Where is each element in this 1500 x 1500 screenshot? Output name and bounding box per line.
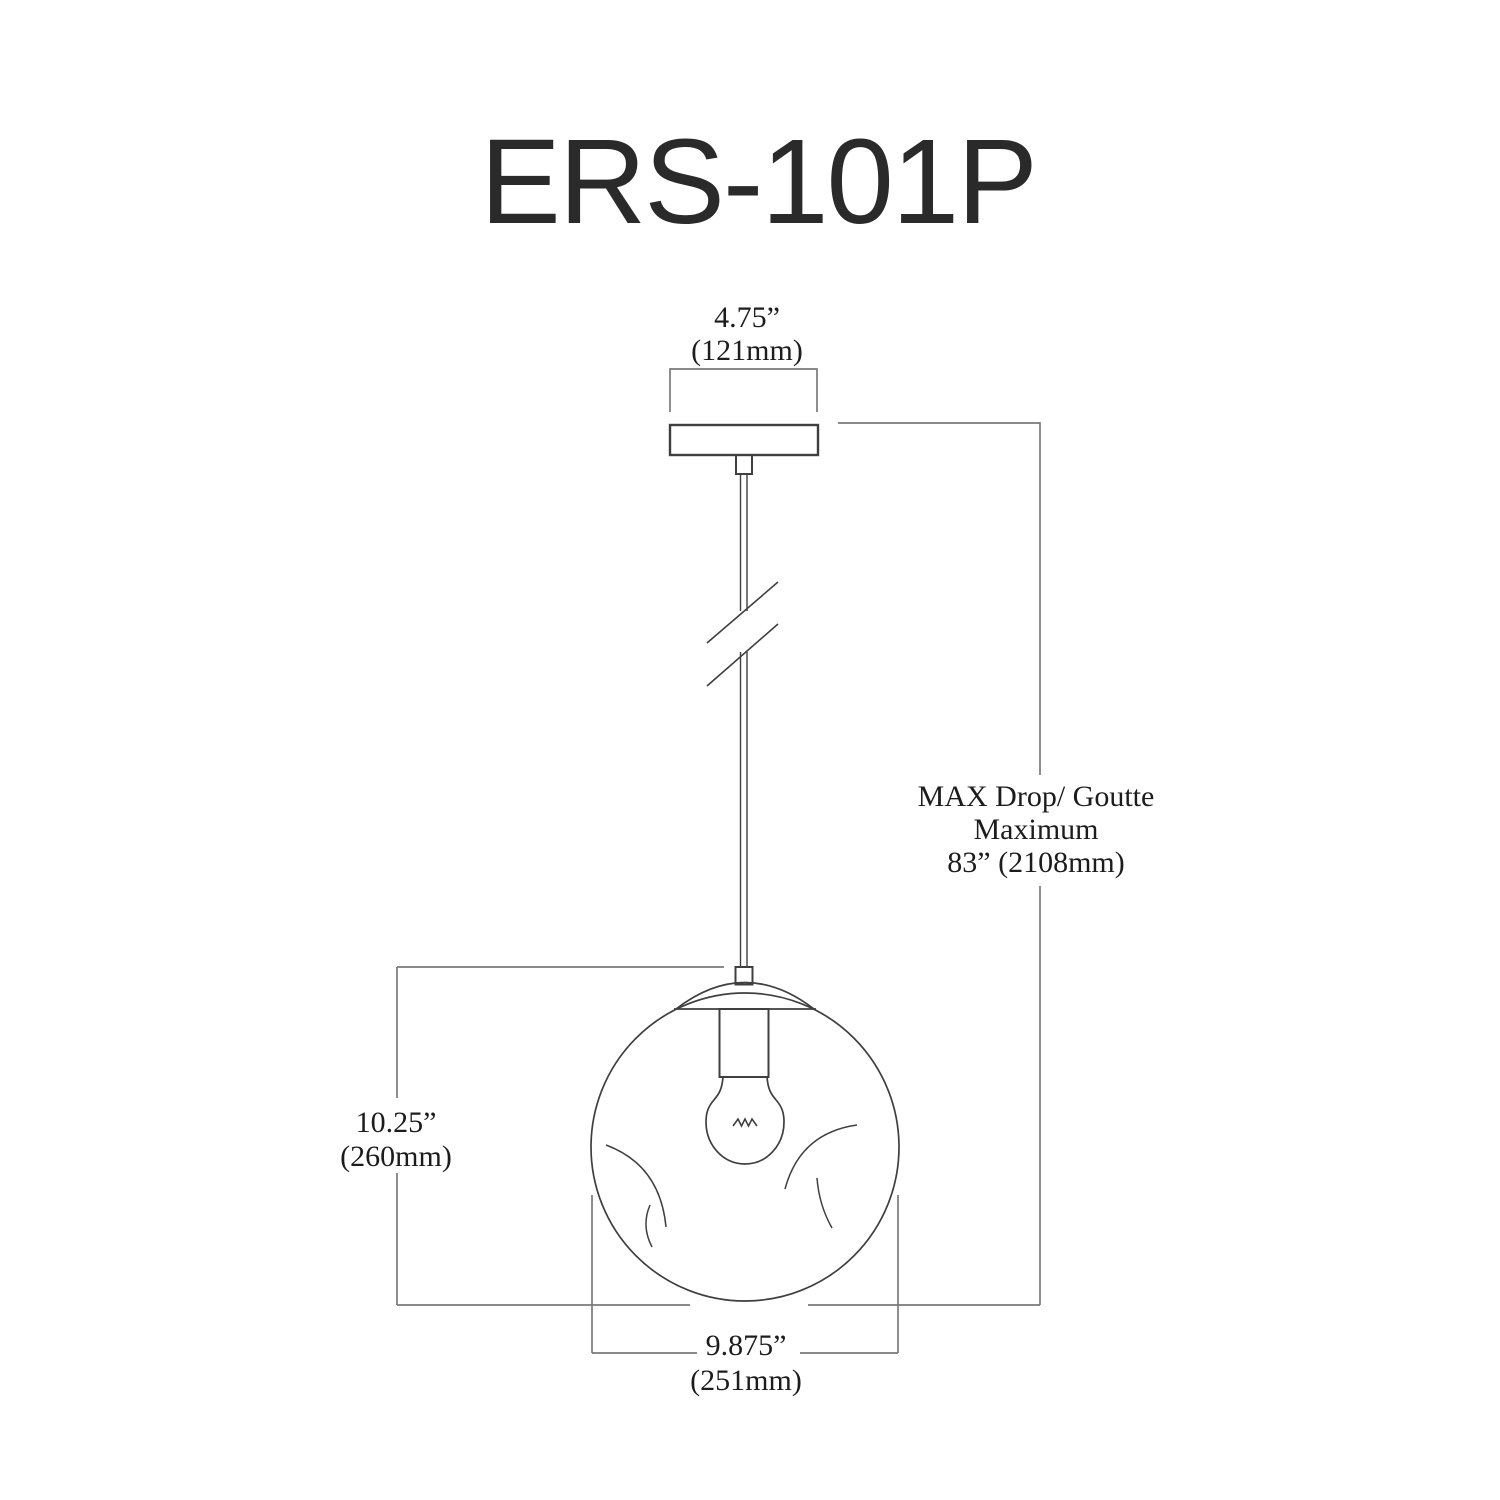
max-drop-label-line2: Maximum xyxy=(974,813,1099,846)
max-drop-dimension-line xyxy=(838,422,1041,1305)
max-drop-label-line1: MAX Drop/ Goutte xyxy=(918,780,1155,813)
canopy-cord-grip xyxy=(735,454,753,475)
light-bulb xyxy=(705,1076,785,1165)
cord-break-icon xyxy=(706,581,779,687)
glass-dimple-right-long xyxy=(784,1124,858,1190)
glass-globe-shade xyxy=(590,992,900,1302)
product-title: ERS-101P xyxy=(480,113,1036,249)
globe-width-mm-label: (251mm) xyxy=(690,1364,802,1397)
glass-dimple-left-long xyxy=(605,1144,667,1228)
canopy-width-mm-label: (121mm) xyxy=(691,334,803,367)
globe-width-dimension-bracket xyxy=(591,1195,899,1354)
globe-top-cap xyxy=(674,981,816,1010)
globe-cord-connector xyxy=(734,966,754,986)
suspension-cord xyxy=(739,474,748,967)
ceiling-canopy xyxy=(668,423,820,457)
glass-dimple-left-short xyxy=(645,1204,653,1248)
globe-height-mm-label: (260mm) xyxy=(340,1140,452,1173)
globe-height-dimension-bracket xyxy=(396,966,724,1305)
canopy-width-dimension-bracket xyxy=(669,368,818,412)
canopy-width-inches-label: 4.75” xyxy=(714,301,780,334)
globe-width-inches-label: 9.875” xyxy=(706,1329,787,1362)
glass-dimple-right-short xyxy=(816,1177,833,1229)
max-drop-label-line3: 83” (2108mm) xyxy=(947,846,1124,879)
globe-height-inches-label: 10.25” xyxy=(356,1106,437,1139)
lamp-socket xyxy=(718,1008,770,1078)
bulb-filament-icon xyxy=(732,1117,758,1128)
